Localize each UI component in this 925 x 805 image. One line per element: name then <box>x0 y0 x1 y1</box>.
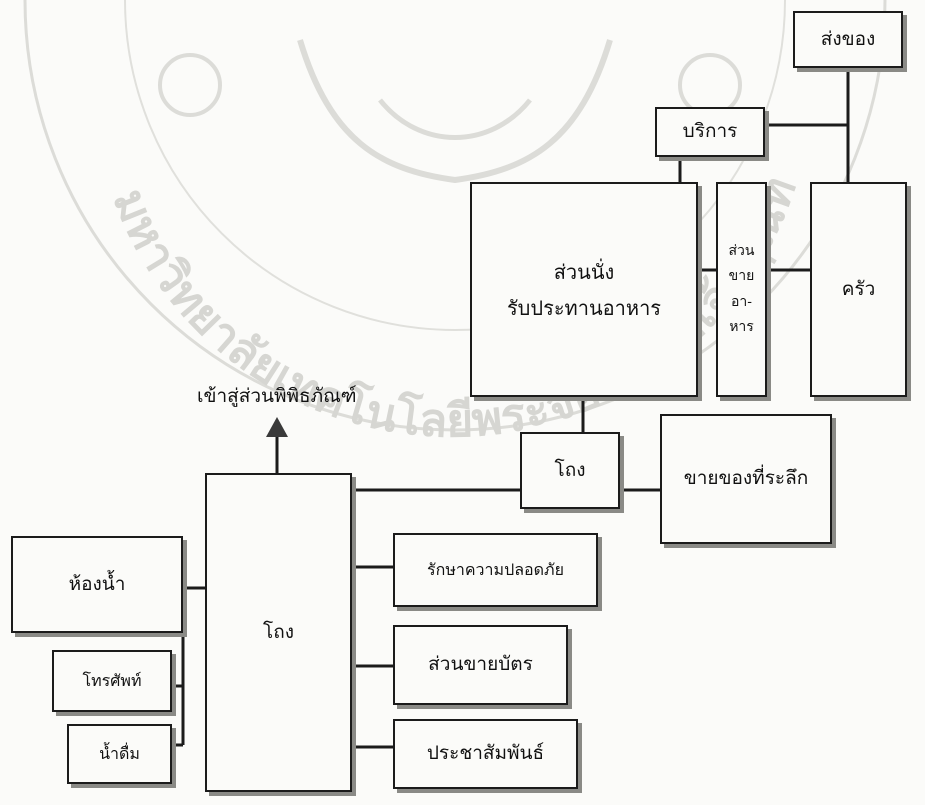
to-museum-label: เข้าสู่ส่วนพิพิธภัณฑ์ <box>197 385 357 407</box>
arrow-up-icon <box>266 417 288 437</box>
service-label: บริการ <box>682 120 738 143</box>
pr-box: ประชาสัมพันธ์ <box>393 719 578 789</box>
dining-label-line1: ส่วนนั่ง <box>553 259 615 284</box>
pr-label: ประชาสัมพันธ์ <box>426 742 545 765</box>
food-sales-line2: ขาย <box>728 268 755 285</box>
restroom-label: ห้องน้ำ <box>68 572 126 595</box>
souvenir-box: ขายของที่ระลึก <box>660 414 832 544</box>
security-box: รักษาความปลอดภัย <box>393 533 598 607</box>
food-sales-box: ส่วน ขาย อา- หาร <box>716 182 767 397</box>
restroom-box: ห้องน้ำ <box>11 536 183 633</box>
delivery-label: ส่งของ <box>820 27 876 50</box>
ticket-box: ส่วนขายบัตร <box>393 625 568 705</box>
hall-main-box: โถง <box>205 473 352 792</box>
kitchen-label: ครัว <box>841 277 876 300</box>
service-box: บริการ <box>655 107 765 157</box>
telephone-label: โทรศัพท์ <box>82 670 142 690</box>
drinking-water-box: น้ำดื่ม <box>67 724 172 784</box>
dining-box: ส่วนนั่ง รับประทานอาหาร <box>470 182 698 397</box>
food-sales-line3: อา- <box>731 293 752 310</box>
hall-upper-box: โถง <box>520 432 620 509</box>
food-sales-line4: หาร <box>729 318 754 335</box>
telephone-box: โทรศัพท์ <box>52 650 172 712</box>
ticket-label: ส่วนขายบัตร <box>428 653 533 676</box>
kitchen-box: ครัว <box>810 182 907 397</box>
security-label: รักษาความปลอดภัย <box>427 559 564 579</box>
hall-upper-label: โถง <box>554 458 586 481</box>
dining-label-line2: รับประทานอาหาร <box>506 295 662 320</box>
food-sales-line1: ส่วน <box>728 243 755 260</box>
souvenir-label: ขายของที่ระลึก <box>683 467 809 490</box>
hall-main-label: โถง <box>263 620 294 643</box>
delivery-box: ส่งของ <box>793 11 903 68</box>
drinking-water-label: น้ำดื่ม <box>99 743 140 763</box>
